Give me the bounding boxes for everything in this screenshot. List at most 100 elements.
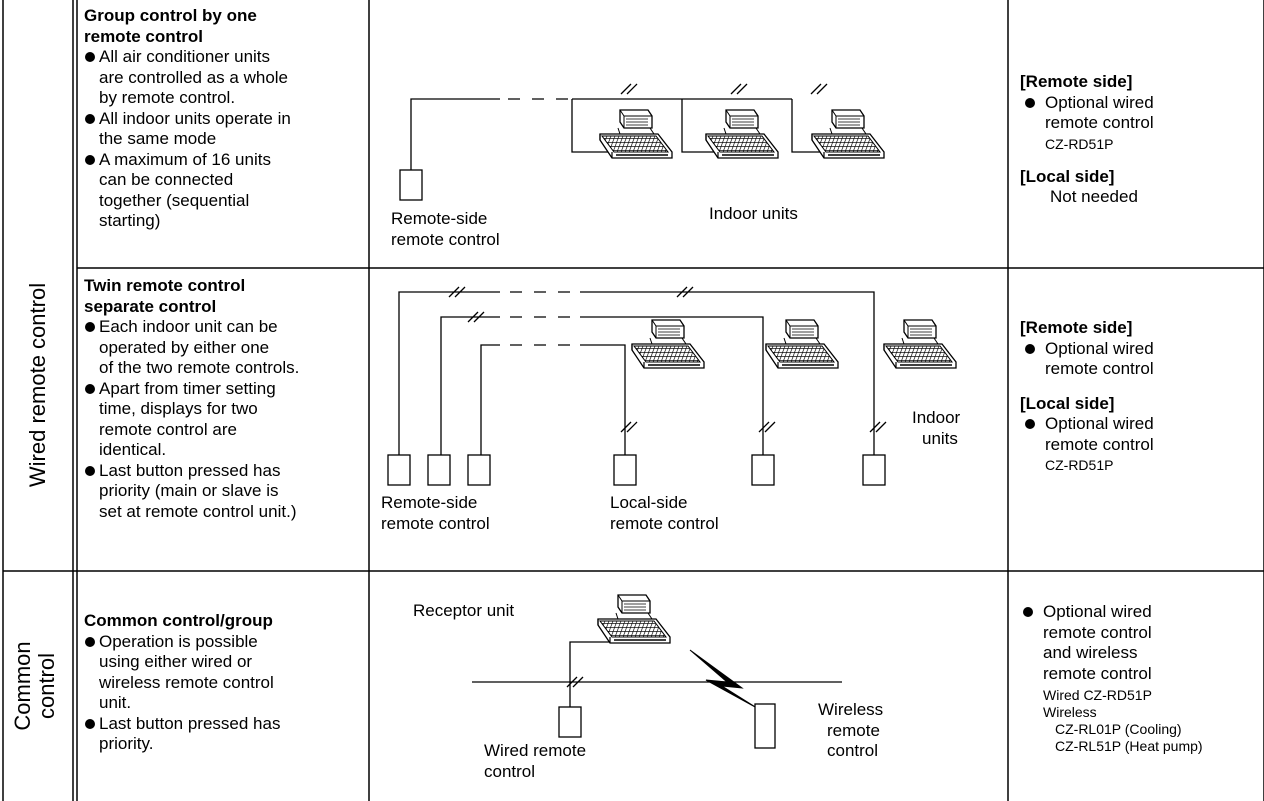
- row-1-wire-break-3: [810, 83, 828, 95]
- row-3-bullet-1-line: Operation is possible: [99, 631, 258, 651]
- row-2-bullet-2-line: remote control are: [99, 419, 237, 439]
- row-2-indoor-unit-2: [765, 319, 839, 369]
- wireless-signal-icon: [689, 649, 758, 709]
- row-1-remote-label-line-2: remote control: [391, 229, 500, 249]
- row-1-remote-model: CZ-RD51P: [1045, 135, 1114, 152]
- row-3-wireless-model-2: CZ-RL51P (Heat pump): [1055, 738, 1203, 754]
- row-3-option-line: Optional wired: [1043, 602, 1152, 621]
- row-2-indoor-label: Indoor units: [912, 408, 960, 449]
- row-2-description: Twin remote control separate control Eac…: [84, 276, 366, 522]
- row-3-bullet-2-line: priority.: [99, 734, 154, 753]
- row-2-bullet-3-line: Last button pressed has: [99, 460, 281, 480]
- row-3-wired-remote: [558, 706, 582, 738]
- row-1-bullet-3-line: together (sequential: [99, 190, 250, 210]
- row-3-receptor-unit: [597, 594, 671, 644]
- row-3-wired-label-line-1: Wired remote: [484, 741, 587, 760]
- row-2-remote-label: Remote-side remote control: [381, 493, 490, 534]
- row-1-bullet-1-line: by remote control.: [99, 88, 236, 107]
- row-2-indoor-label-line-2: units: [922, 428, 958, 448]
- row-2-remote-heading: [Remote side]: [1020, 318, 1133, 337]
- row-1-options: [Remote side] Optional wired remote cont…: [1020, 72, 1260, 208]
- row-3-option-line: and wireless: [1043, 643, 1138, 662]
- row-2-local-label: Local-side remote control: [610, 493, 719, 534]
- row-3-bullet-1-line: using either wired or: [99, 652, 253, 671]
- row-2-local-heading: [Local side]: [1020, 393, 1115, 413]
- row-1-bullet-2-line: All indoor units operate in: [99, 108, 291, 128]
- row-1-description: Group control by one remote control All …: [84, 6, 366, 232]
- row-2-indoor-label-line-1: Indoor: [912, 408, 961, 427]
- row-3-bullet-2: Last button pressed has priority.: [84, 714, 366, 755]
- row-3-wired-label: Wired remote control: [484, 741, 586, 782]
- row-2-wire-break-6: [869, 421, 887, 433]
- row-2-bullet-2-line: time, displays for two: [99, 399, 258, 418]
- row-2-bullet-3-line: priority (main or slave is: [99, 481, 279, 500]
- row-3-receptor-label: Receptor unit: [413, 601, 515, 620]
- row-3-wireless-label-line-1: Wireless: [818, 700, 884, 719]
- row-1-indoor-label: Indoor units: [709, 204, 798, 223]
- row-1-bullet-3-line: can be connected: [99, 170, 234, 189]
- row-2-bullet-1: Each indoor unit can be operated by eith…: [84, 317, 366, 379]
- row-3-wired-model: Wired CZ-RD51P: [1043, 687, 1152, 703]
- row-1-remote-label-line-1: Remote-side: [391, 209, 488, 228]
- row-1-bullet-3: A maximum of 16 units can be connected t…: [84, 150, 366, 232]
- row-2-wire-break-5: [758, 421, 776, 433]
- row-1-bullet-3-line: starting): [99, 211, 161, 230]
- row-2-bullet-2: Apart from timer setting time, displays …: [84, 379, 366, 461]
- row-2-local-remote-2: [751, 454, 775, 486]
- row-2-remote-control-1: [387, 454, 411, 486]
- row-2-bullet-1-line: Each indoor unit can be: [99, 317, 278, 336]
- row-1-bullet-1-line: are controlled as a whole: [99, 67, 289, 87]
- row-1-remote-heading: [Remote side]: [1020, 72, 1133, 91]
- row-3-options: Optional wired remote control and wirele…: [1022, 602, 1262, 755]
- row-1-wire-break-1: [620, 83, 638, 95]
- row-3-bullet-1-line: wireless remote control: [99, 672, 274, 692]
- row-1-title-line-2: remote control: [84, 26, 204, 46]
- row-2-bullet-3: Last button pressed has priority (main o…: [84, 461, 366, 523]
- row-2-wiring: [398, 291, 875, 455]
- row-1-remote-item-line: remote control: [1045, 113, 1154, 132]
- row-1-local-value: Not needed: [1050, 187, 1138, 206]
- row-1-title-line-1: Group control by one: [84, 6, 257, 25]
- row-2-remote-control-2: [427, 454, 451, 486]
- row-3-wireless-label: Wireless: [1043, 704, 1097, 720]
- row-2-remote-item-line: Optional wired: [1045, 338, 1154, 358]
- row-2-bullet-2-line: identical.: [99, 440, 167, 459]
- row-2-local-remote-3: [862, 454, 886, 486]
- row-3-wireless-model-1: CZ-RL01P (Cooling): [1055, 721, 1182, 737]
- row-2-local-model: CZ-RD51P: [1045, 457, 1114, 473]
- row-2-remote-item: Optional wired remote control: [1024, 339, 1260, 380]
- row-1-indoor-unit-3: [811, 109, 885, 159]
- row-2-local-item: Optional wired remote control CZ-RD51P: [1024, 414, 1260, 474]
- row-2-remote-item-line: remote control: [1045, 359, 1154, 378]
- row-2-bullet-1-line: operated by either one: [99, 337, 270, 357]
- row-2-local-label-line-1: Local-side: [610, 493, 688, 512]
- row-3-wired-label-line-2: control: [484, 761, 536, 781]
- row-1-remote-label: Remote-side remote control: [391, 209, 500, 250]
- row-1-bullet-1-line: All air conditioner units: [99, 47, 271, 66]
- row-3-wireless-label: Wireless remote control: [818, 700, 883, 762]
- row-3-bullet-1-line: unit.: [99, 693, 132, 712]
- row-2-wire-break-4: [620, 421, 638, 433]
- row-2-options: [Remote side] Optional wired remote cont…: [1020, 318, 1260, 474]
- row-3-wiring: [472, 641, 842, 707]
- row-2-remote-label-line-2: remote control: [381, 513, 490, 533]
- row-1-bullet-2: All indoor units operate in the same mod…: [84, 109, 366, 150]
- row-1-remote-item-line: Optional wired: [1045, 92, 1154, 112]
- row-3-bullet-2-line: Last button pressed has: [99, 713, 281, 733]
- row-3-wireless-remote: [754, 703, 776, 749]
- row-2-local-remote-1: [613, 454, 637, 486]
- row-2-local-label-line-2: remote control: [610, 513, 719, 533]
- row-2-bullet-1-line: of the two remote controls.: [99, 358, 300, 377]
- row-2-bullet-2-line: Apart from timer setting: [99, 378, 276, 398]
- row-2-bullet-3-line: set at remote control unit.): [99, 501, 297, 521]
- row-1-wire-break-2: [730, 83, 748, 95]
- row-2-indoor-unit-3: [883, 319, 957, 369]
- row-2-remote-control-3: [467, 454, 491, 486]
- row-1-bullet-2-line: the same mode: [99, 129, 217, 148]
- row-3-wireless-label-line-3: control: [827, 741, 879, 760]
- row-1-bullet-3-line: A maximum of 16 units: [99, 149, 271, 169]
- row-3-wireless-label-line-2: remote: [827, 720, 880, 740]
